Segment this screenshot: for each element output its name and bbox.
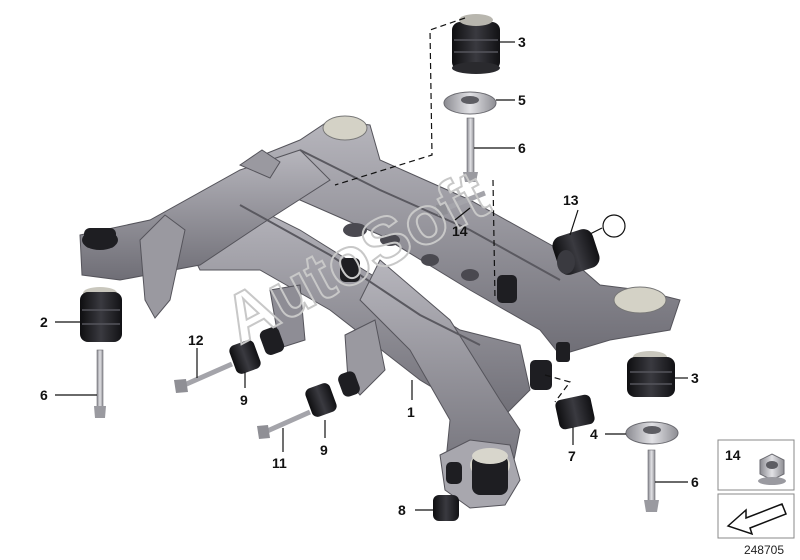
nut-icon [758, 453, 786, 485]
callout-6-left: 6 [40, 387, 48, 403]
bolt-10 [257, 409, 312, 439]
dash-upper-mount [334, 17, 466, 186]
callout-4: 4 [590, 426, 598, 442]
bolt-11 [174, 361, 234, 393]
direction-arrow-icon [726, 503, 787, 536]
bolt-upper [463, 117, 478, 182]
callout-7: 7 [568, 448, 576, 464]
bushing-8 [433, 495, 459, 521]
washer-lower [625, 421, 679, 445]
bolt-13 [436, 190, 486, 216]
bushing-9a [229, 327, 285, 374]
bushing-9b [305, 371, 360, 417]
rear-axle-carrier [79, 115, 681, 509]
inset-part-number: 14 [725, 447, 741, 463]
callout-2: 2 [40, 314, 48, 330]
bushing-7 [555, 394, 595, 430]
callouts: 3 5 6 13 14 2 6 12 9 9 11 1 8 7 4 3 6 [40, 34, 699, 518]
callout-8: 8 [398, 502, 406, 518]
inset-arrow-box [717, 493, 795, 539]
leader-lines [55, 41, 688, 511]
callout-6-upper: 6 [518, 140, 526, 156]
callout-5: 5 [518, 92, 526, 108]
callout-14-circle [602, 214, 626, 238]
rubber-mount-left [80, 287, 122, 342]
callout-9-right: 9 [320, 442, 328, 458]
callout-3-lower: 3 [691, 370, 699, 386]
callout-6-lower: 6 [691, 474, 699, 490]
document-number: 248705 [744, 543, 784, 557]
dash-bushing-7 [544, 374, 572, 403]
callout-10: 11 [272, 455, 287, 471]
callout-12: 13 [563, 192, 579, 208]
callout-9-left: 9 [240, 392, 248, 408]
bushing-12 [552, 229, 600, 275]
callout-3-upper: 3 [518, 34, 526, 50]
rubber-mount-right [627, 351, 675, 397]
inset-nut-box: 14 [717, 439, 795, 491]
bolt-lower-right [644, 449, 659, 512]
dash-bolt-13 [492, 179, 496, 301]
rubber-mount-upper [452, 14, 500, 74]
callout-11: 12 [188, 332, 204, 348]
callout-13: 14 [452, 223, 468, 239]
callout-1: 1 [407, 404, 415, 420]
washer-upper [443, 91, 497, 115]
bolt-left [94, 349, 106, 418]
